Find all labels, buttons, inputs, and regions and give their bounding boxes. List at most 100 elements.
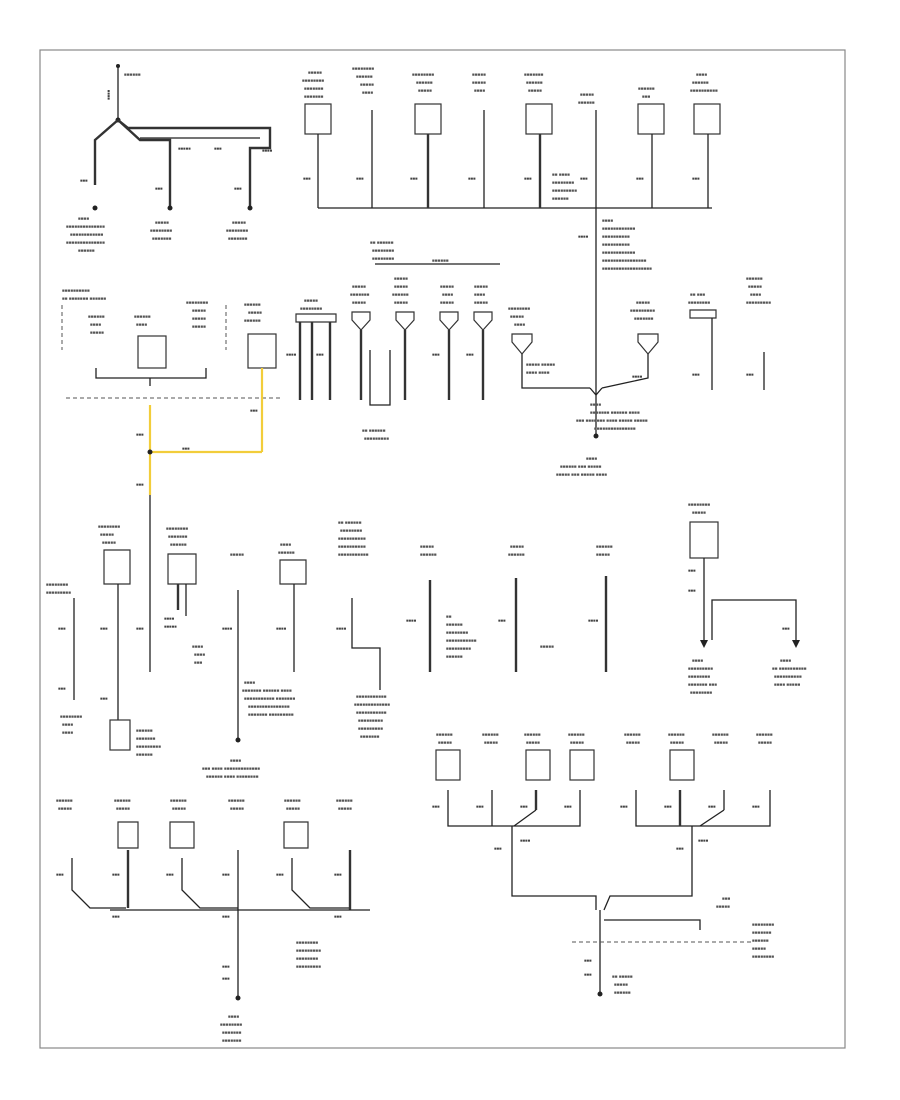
svg-text:■■■: ■■■ [636, 176, 644, 181]
svg-text:■■■■■: ■■■■■ [596, 552, 610, 557]
ground-g102-icon [247, 205, 253, 211]
svg-text:■■■■: ■■■■ [520, 838, 531, 843]
ground-g101-icon [167, 205, 173, 211]
svg-text:■■■■: ■■■■ [696, 72, 707, 77]
svg-text:■■■■■■■■■: ■■■■■■■■■ [296, 948, 321, 953]
svg-text:■■■: ■■■ [584, 958, 592, 963]
component-6: ■■■■■■■■■■■ ■■■ [578, 92, 597, 208]
svg-text:■■■■■: ■■■■■ [528, 88, 542, 93]
svg-text:■■■■ ■■■■: ■■■■ ■■■■ [526, 370, 550, 375]
svg-text:■■■■■■■: ■■■■■■■ [222, 1038, 242, 1043]
svg-text:■■■: ■■■ [664, 804, 672, 809]
bottom-right-group: ■■■■■■■■■■■ ■■■■■■■■■■■ ■■■■■■■■■■■ ■■■■… [432, 732, 774, 997]
svg-text:■■■■■■■: ■■■■■■■ [360, 734, 380, 739]
svg-text:■■■■■■: ■■■■■■ [244, 302, 261, 307]
svg-text:■■■: ■■■ [100, 696, 108, 701]
ground-g104-icon [235, 737, 241, 743]
svg-text:■■■■■■: ■■■■■■ [596, 544, 613, 549]
svg-text:■■■■■■■■: ■■■■■■■■ [46, 582, 68, 587]
svg-text:■■■: ■■■ [498, 618, 506, 623]
svg-text:■■■: ■■■ [56, 872, 64, 877]
svg-text:■■■■: ■■■■ [406, 618, 417, 623]
svg-text:■■■■■: ■■■■■ [440, 300, 454, 305]
svg-text:■■ ■■■■■■: ■■ ■■■■■■ [362, 428, 386, 433]
svg-text:■■■■■■: ■■■■■■ [416, 80, 433, 85]
svg-text:■■■■: ■■■■ [578, 234, 589, 239]
svg-text:■■■■: ■■■■ [780, 658, 791, 663]
svg-text:■■■■■: ■■■■■ [192, 308, 206, 313]
svg-text:■■■■■: ■■■■■ [570, 740, 584, 745]
svg-text:■■■: ■■■ [432, 804, 440, 809]
battery-label: ■■■■■■ [124, 72, 141, 77]
svg-text:■■■■■■■■: ■■■■■■■■ [690, 690, 712, 695]
svg-text:■■■: ■■■ [316, 352, 324, 357]
svg-text:■■■■■■■■■■: ■■■■■■■■■■ [602, 242, 630, 247]
svg-text:■■■■: ■■■■ [602, 218, 613, 223]
svg-text:■■■■■■: ■■■■■■ [136, 728, 153, 733]
svg-text:■■■■■■■: ■■■■■■■ [228, 236, 248, 241]
svg-text:■■■■■■: ■■■■■■ [508, 552, 525, 557]
svg-text:■■■■■: ■■■■■ [714, 740, 728, 745]
svg-text:■■■■■: ■■■■■ [102, 540, 116, 545]
svg-text:■■■■: ■■■■ [474, 292, 485, 297]
svg-text:■■■ ■■■■ ■■■■■■■■■■■■■: ■■■ ■■■■ ■■■■■■■■■■■■■ [202, 766, 260, 771]
svg-text:■■■■■■■■■■■: ■■■■■■■■■■■ [356, 710, 387, 715]
svg-text:■■■■■: ■■■■■ [394, 284, 408, 289]
svg-text:■■■■■: ■■■■■ [472, 80, 486, 85]
svg-text:■■■■■■■■: ■■■■■■■■ [220, 1022, 242, 1027]
svg-text:■■■■: ■■■■ [442, 292, 453, 297]
svg-text:■■■: ■■■ [356, 176, 364, 181]
svg-text:■■■■■: ■■■■■ [748, 284, 762, 289]
svg-text:■■■■■■: ■■■■■■ [712, 732, 729, 737]
svg-text:■■■■■: ■■■■■ [510, 314, 524, 319]
svg-text:■■■■■■■■■■■■■■: ■■■■■■■■■■■■■■ [66, 224, 105, 229]
svg-text:■■■■■: ■■■■■ [164, 624, 177, 629]
svg-text:■■■: ■■■ [692, 176, 700, 181]
svg-text:■■■■■: ■■■■■ [394, 276, 408, 281]
svg-text:■■■■: ■■■■ [280, 542, 291, 547]
svg-text:■■■: ■■■ [58, 686, 66, 691]
svg-text:■■■■■■■ ■■■■■■ ■■■■: ■■■■■■■ ■■■■■■ ■■■■ [242, 688, 292, 693]
svg-text:■■■: ■■■ [80, 178, 88, 183]
svg-text:■■■■■■■■: ■■■■■■■■ [226, 228, 248, 233]
svg-text:■■■■■■: ■■■■■■ [56, 798, 73, 803]
svg-text:■■■■: ■■■■ [362, 90, 373, 95]
svg-text:■■■: ■■■ [692, 372, 700, 377]
svg-text:■■■■■: ■■■■■ [420, 544, 434, 549]
svg-text:■■■■: ■■■■ [588, 618, 599, 623]
svg-text:■■■■: ■■■■ [750, 292, 761, 297]
svg-text:■■■■: ■■■■ [62, 730, 73, 735]
component-3: ■■■■■■■■■■■■■■■■■■■ ■■■ [410, 72, 442, 208]
svg-text:■■■■■: ■■■■■ [540, 644, 554, 649]
svg-text:■■■■■: ■■■■■ [394, 300, 408, 305]
svg-text:■■■■■■: ■■■■■■ [78, 248, 95, 253]
svg-text:■■■■■: ■■■■■ [232, 220, 246, 225]
svg-text:■■■■■■■■■■■■■■■■: ■■■■■■■■■■■■■■■■ [602, 258, 647, 263]
svg-text:■■■: ■■■ [112, 872, 120, 877]
svg-text:■■■■: ■■■■ [586, 456, 597, 461]
svg-text:■■■■: ■■■■ [632, 374, 643, 379]
svg-text:■■■■■■■■■■■: ■■■■■■■■■■■ [338, 552, 369, 557]
svg-text:■■■: ■■■ [222, 976, 230, 981]
svg-text:■■■■■: ■■■■■ [526, 740, 540, 745]
svg-text:■■■■: ■■■■ [514, 322, 525, 327]
svg-text:■■■: ■■■ [214, 146, 222, 151]
svg-text:■■■: ■■■ [58, 626, 66, 631]
svg-text:■■■■■■: ■■■■■■ [624, 732, 641, 737]
component-2: ■■■■■■■■■■■■■■■■■■■■■■■ ■■■ [352, 66, 374, 208]
svg-text:■■■■■: ■■■■■ [192, 324, 206, 329]
svg-text:■■■■■■: ■■■■■■ [420, 552, 437, 557]
svg-text:■■■■■: ■■■■■ [360, 82, 374, 87]
svg-text:■■■■■: ■■■■■ [472, 72, 486, 77]
svg-text:■■■■■■■■: ■■■■■■■■ [166, 526, 188, 531]
svg-text:■■■■ ■■■■■: ■■■■ ■■■■■ [774, 682, 800, 687]
svg-text:■■■■■■■■■■■ ■■■■■■■: ■■■■■■■■■■■ ■■■■■■■ [244, 696, 295, 701]
svg-text:■■■■■: ■■■■■ [510, 544, 524, 549]
svg-text:■■■■■■■: ■■■■■■■ [304, 86, 324, 91]
svg-text:■■■: ■■■ [100, 626, 108, 631]
svg-text:■■■: ■■■ [334, 914, 342, 919]
svg-text:■■■■■■■■: ■■■■■■■■ [98, 524, 120, 529]
svg-text:■■■■■■■■■■■■: ■■■■■■■■■■■■ [602, 250, 636, 255]
svg-text:■■■■■■■■: ■■■■■■■■ [296, 940, 318, 945]
